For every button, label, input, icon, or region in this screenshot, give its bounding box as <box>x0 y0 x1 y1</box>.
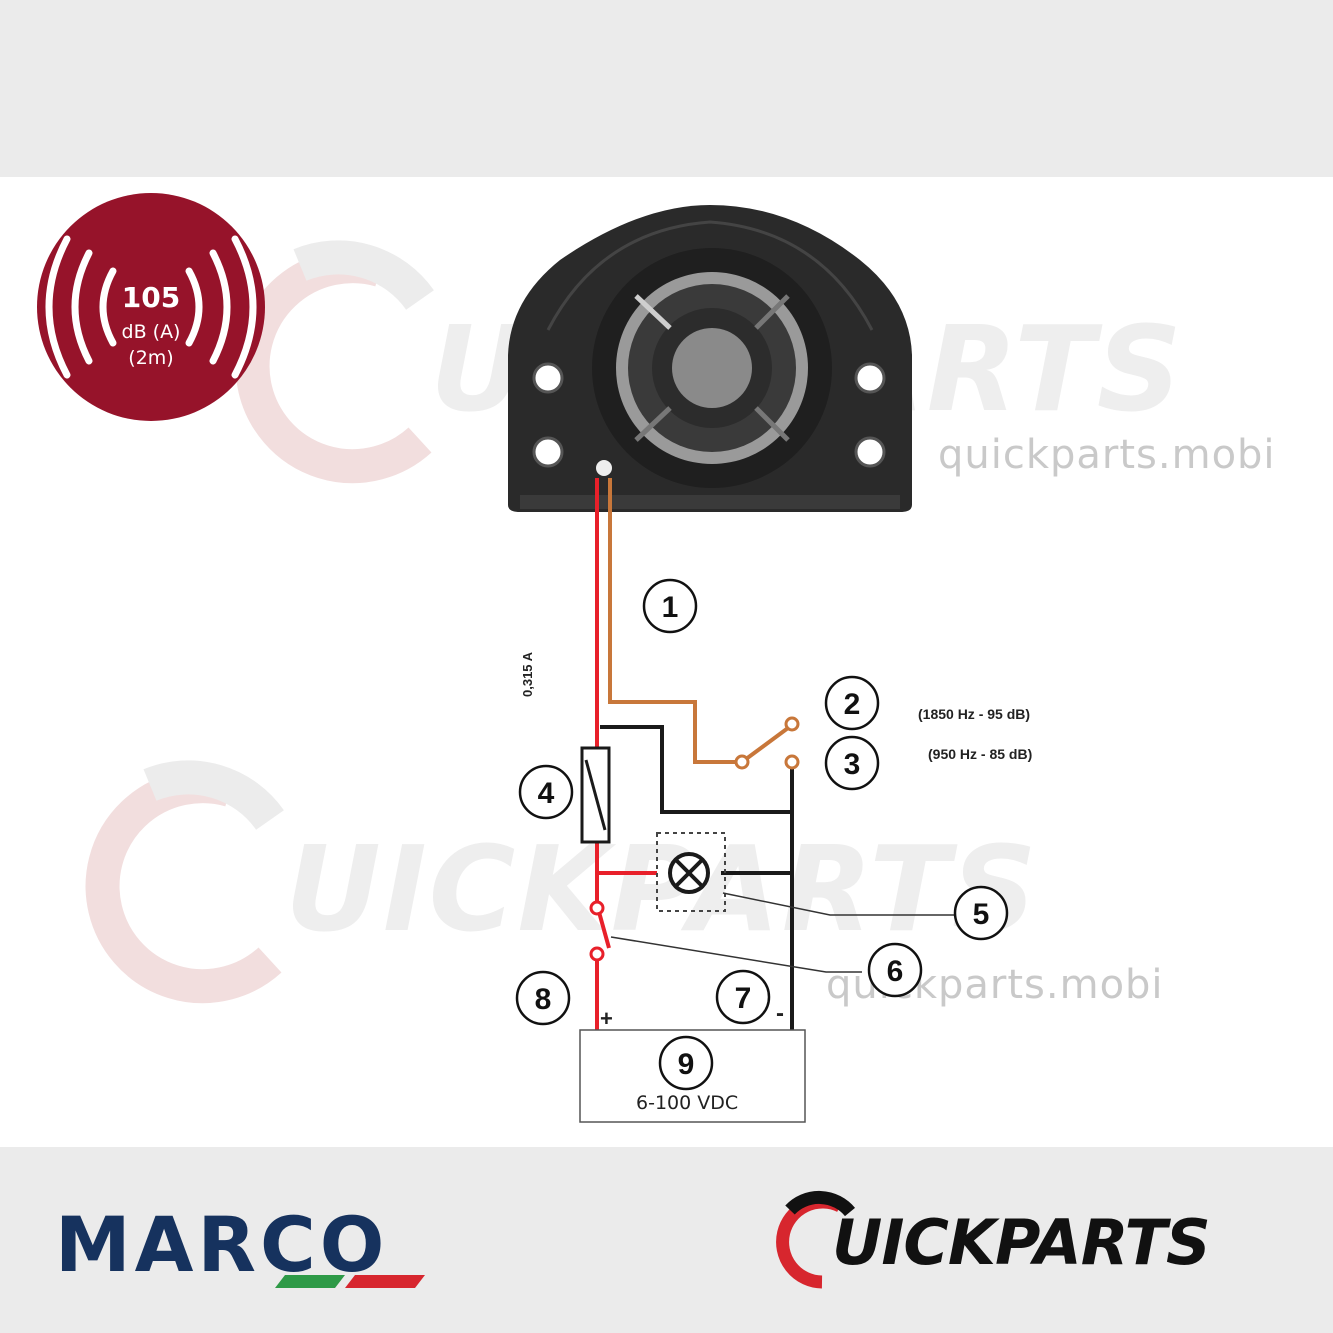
fuse-rating-label: 0,315 A <box>520 651 535 697</box>
leader-lines <box>610 892 955 973</box>
top-band <box>0 0 1333 177</box>
buzzer-device <box>508 205 912 512</box>
watermark-q-mid <box>85 760 284 1004</box>
sound-waves-icon <box>45 235 257 379</box>
quickparts-q-mark <box>776 1190 856 1289</box>
callout-5: 5 <box>973 898 990 931</box>
callout-7: 7 <box>735 982 752 1015</box>
selector-switch <box>734 716 800 770</box>
callout-3: 3 <box>844 748 861 781</box>
callout-4: 4 <box>538 777 555 810</box>
fuse <box>580 746 611 844</box>
supply-voltage-label: 6-100 VDC <box>636 1092 739 1114</box>
quickparts-logo: UICKPARTS <box>832 1206 1211 1279</box>
watermark-q-top <box>235 240 434 484</box>
brown-wire <box>608 478 794 768</box>
main-switch <box>589 900 611 962</box>
tone-low-label: (950 Hz - 85 dB) <box>928 746 1033 762</box>
quickparts-logo-rest: UICKPARTS <box>832 1206 1211 1279</box>
loudness-badge: 105 dB (A) (2m) <box>37 193 265 421</box>
callout-circles <box>515 578 1009 1091</box>
minus-terminal-label: - <box>776 1000 784 1027</box>
callout-1: 1 <box>662 591 679 624</box>
watermark-brand-mid: UICKPARTS <box>285 820 1039 958</box>
callout-numbers: 1 2 3 4 5 6 7 8 9 <box>535 591 990 1081</box>
callout-9: 9 <box>678 1048 695 1081</box>
tone-high-label: (1850 Hz - 95 dB) <box>918 706 1031 722</box>
watermark-url-top: quickparts.mobi <box>938 432 1276 478</box>
black-wire <box>600 725 794 1030</box>
badge-distance: (2m) <box>128 347 174 369</box>
marco-stripes <box>275 1275 425 1288</box>
bottom-band <box>0 1147 1333 1333</box>
plus-terminal-label: + <box>600 1006 613 1031</box>
callout-8: 8 <box>535 983 552 1016</box>
badge-unit: dB (A) <box>121 321 181 343</box>
red-wire <box>595 478 657 1030</box>
callout-2: 2 <box>844 688 861 721</box>
badge-value: 105 <box>121 281 181 314</box>
indicator-lamp <box>656 832 726 912</box>
marco-logo: MARCO <box>55 1200 389 1289</box>
callout-6: 6 <box>887 955 904 988</box>
